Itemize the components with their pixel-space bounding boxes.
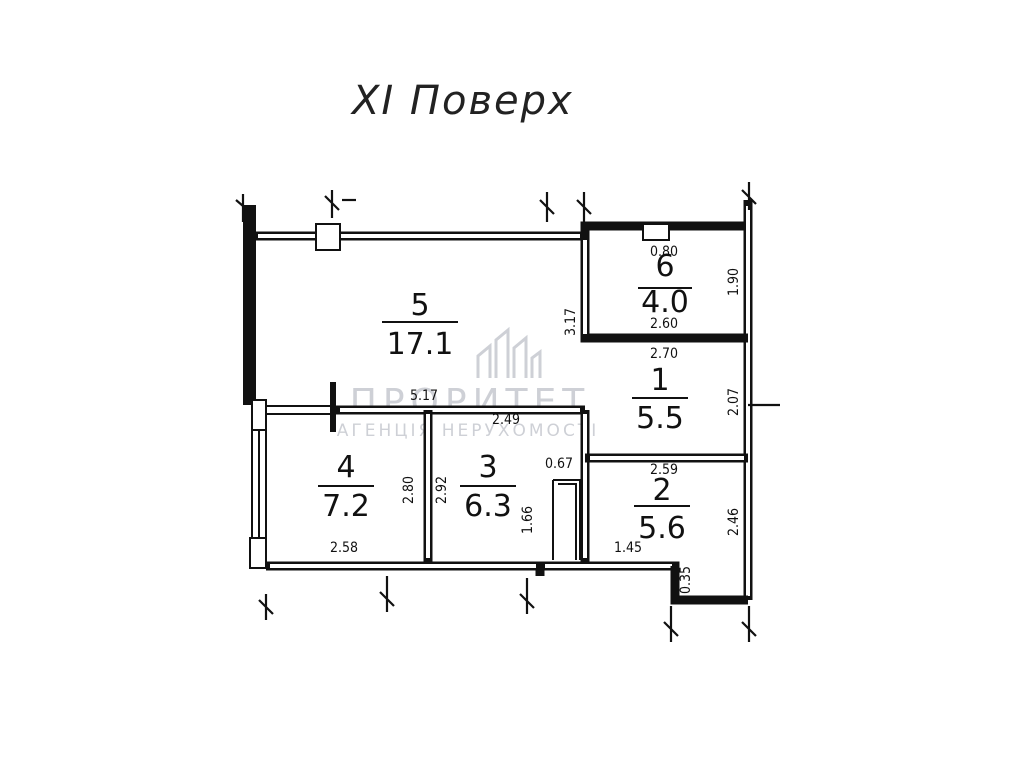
- dimension-label: 2.92: [434, 476, 450, 504]
- dimension-label: 1.45: [614, 540, 642, 556]
- room-number: 4: [336, 450, 355, 485]
- room-5: 5 17.1: [382, 288, 458, 362]
- watermark-subtitle: АГЕНЦІЯ НЕРУХОМОСТІ: [337, 421, 599, 441]
- watermark-logo-icon: [476, 326, 542, 378]
- room-6: 6 4.0: [638, 249, 692, 320]
- floor-title: XI Поверх: [350, 78, 574, 124]
- exterior-wall-left: [243, 205, 256, 405]
- room-number: 2: [652, 473, 671, 508]
- dimension-label: 0.80: [650, 244, 678, 260]
- dimension-label: 1.90: [726, 268, 742, 296]
- wall-ticks: [235, 182, 780, 642]
- dimension-label: 3.17: [563, 308, 579, 336]
- room-labels: 5 17.1 6 4.0 1 5.5 4 7.2 3 6.3 2 5.6: [318, 249, 692, 546]
- dimension-labels: 0.80 1.90 2.60 3.17 2.70 2.07 5.17 2.49 …: [330, 244, 742, 594]
- partitions: [266, 223, 748, 600]
- dimension-label: 2.59: [650, 462, 678, 478]
- room-3: 3 6.3: [460, 450, 516, 524]
- dimension-label: 1.66: [520, 506, 536, 534]
- dimension-label: 0.67: [545, 456, 573, 472]
- dimension-label: 5.17: [410, 388, 438, 404]
- room-area: 5.6: [638, 511, 686, 546]
- dimension-label: 2.80: [401, 476, 417, 504]
- dimension-label: 2.58: [330, 540, 358, 556]
- dimension-label: 2.07: [726, 388, 742, 416]
- room-number: 3: [478, 450, 497, 485]
- room-area: 17.1: [387, 327, 454, 362]
- room-number: 1: [650, 363, 669, 398]
- room-1: 1 5.5: [632, 363, 688, 436]
- dimension-label: 2.60: [650, 316, 678, 332]
- dimension-label: 2.49: [492, 412, 520, 428]
- dimension-label: 2.70: [650, 346, 678, 362]
- room-4: 4 7.2: [318, 450, 374, 524]
- room-area: 5.5: [636, 401, 684, 436]
- room-area: 6.3: [464, 489, 512, 524]
- room-2: 2 5.6: [634, 473, 690, 546]
- dimension-label: 0.35: [678, 566, 694, 594]
- watermark-name: ПРОРИТЕТ: [350, 382, 590, 423]
- dimension-label: 2.46: [726, 508, 742, 536]
- room-area: 7.2: [322, 489, 370, 524]
- room-number: 6: [655, 249, 674, 284]
- room-number: 5: [410, 288, 429, 323]
- room-area: 4.0: [641, 285, 689, 320]
- watermark: ПРОРИТЕТ АГЕНЦІЯ НЕРУХОМОСТІ: [337, 326, 599, 441]
